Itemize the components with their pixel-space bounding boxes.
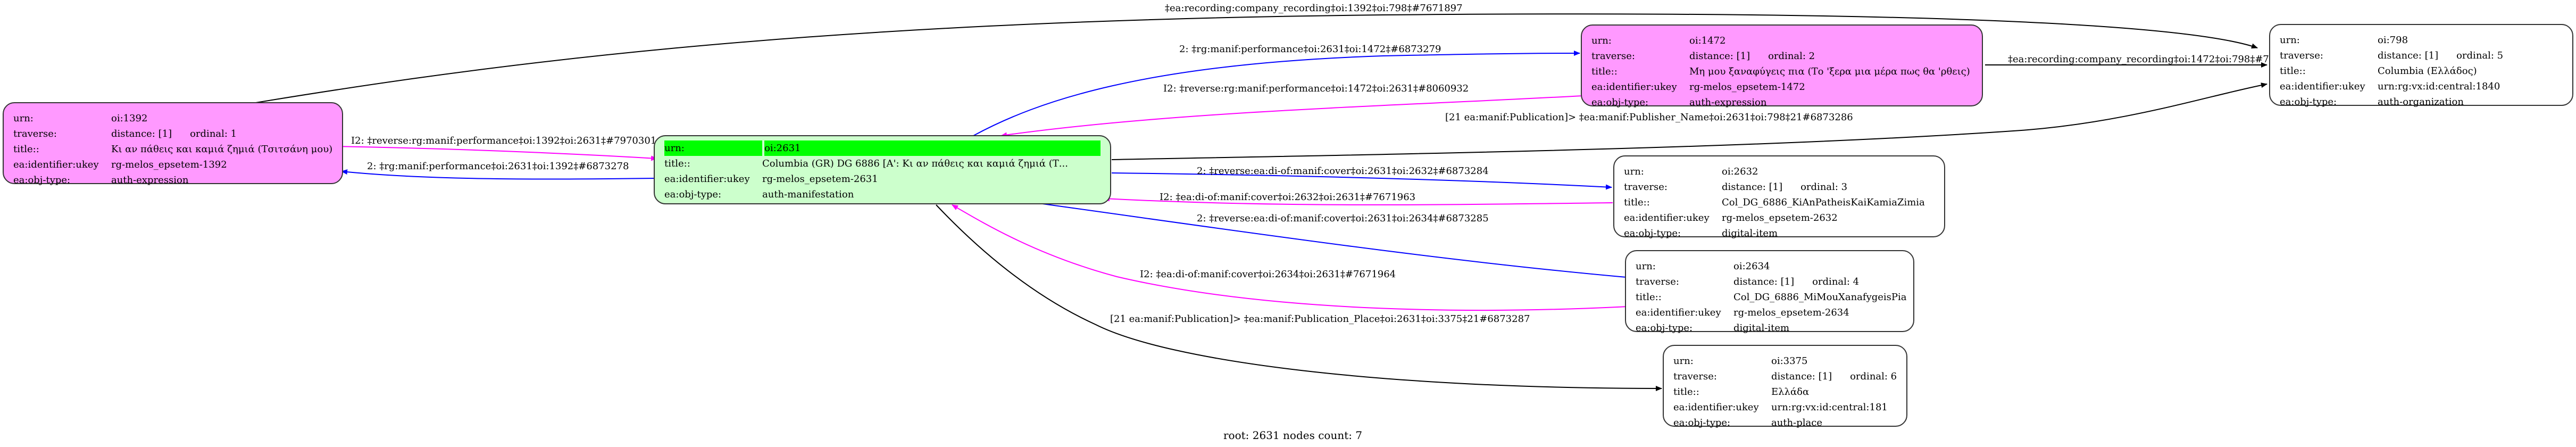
- node-field-urn: urn:oi:798: [2280, 35, 2408, 46]
- edge-line: [1001, 95, 1583, 138]
- edge-2631-to-3375[interactable]: [21 ea:manif:Publication]> ‡ea:manif:Pub…: [936, 204, 1662, 391]
- node-field-title: title::Columbia (Ελλάδος): [2280, 65, 2477, 77]
- edge-2634-to-2631[interactable]: I2: ‡ea:di-of:manif:cover‡oi:2634‡oi:263…: [952, 204, 1639, 311]
- edge-1472-to-2631[interactable]: I2: ‡reverse:rg:manif:performance‡oi:147…: [1001, 83, 1583, 138]
- graph-footer-summary: root: 2631 nodes count: 7: [1223, 429, 1363, 442]
- node-field-traverse: traverse:distance: [1]ordinal: 5: [2280, 50, 2504, 61]
- node-field-title: title::Columbia (GR) DG 6886 [A': Κι αν …: [664, 158, 1068, 169]
- edge-2631-to-1392[interactable]: 2: ‡rg:manif:performance‡oi:2631‡oi:1392…: [341, 161, 657, 180]
- node-field-urn: urn:oi:2632: [1624, 166, 1758, 177]
- node-field-urn: urn:oi:1392: [13, 113, 148, 124]
- node-field-obj-type: ea:obj-type:digital-item: [1624, 228, 1778, 239]
- edge-line: [973, 51, 1580, 136]
- edge-line: [1103, 196, 1613, 205]
- node-field-title: title::Μη μου ξαναφύγεις πια (Το 'ξερα μ…: [1591, 66, 1970, 77]
- node-oi-2634[interactable]: urn:oi:2634 traverse:distance: [1]ordina…: [1625, 250, 1914, 334]
- node-field-urn: urn:oi:3375: [1673, 355, 1808, 367]
- node-field-urn: urn:oi:2634: [1636, 261, 1770, 272]
- edge-label: 2: ‡rg:manif:performance‡oi:2631‡oi:1392…: [367, 161, 629, 172]
- edge-label: ‡ea:recording:company_recording‡oi:1472‡…: [2008, 54, 2306, 65]
- node-field-traverse: traverse:distance: [1]ordinal: 4: [1636, 276, 1860, 287]
- node-field-title: title::Ελλάδα: [1673, 386, 1810, 398]
- node-field-traverse: traverse:distance: [1]ordinal: 1: [13, 128, 237, 139]
- edge-line: [1111, 82, 2267, 160]
- edge-label: I2: ‡ea:di-of:manif:cover‡oi:2632‡oi:263…: [1160, 192, 1415, 203]
- edge-label: 2: ‡rg:manif:performance‡oi:2631‡oi:1472…: [1179, 44, 1441, 55]
- edge-label: I2: ‡ea:di-of:manif:cover‡oi:2634‡oi:263…: [1140, 269, 1396, 280]
- edge-2632-to-2631[interactable]: I2: ‡ea:di-of:manif:cover‡oi:2632‡oi:263…: [1103, 192, 1613, 205]
- node-field-title: title::Κι αν πάθεις και καμιά ζημιά (Τσι…: [13, 144, 333, 155]
- edge-1472-to-798[interactable]: ‡ea:recording:company_recording‡oi:1472‡…: [1985, 54, 2306, 68]
- node-field-title: title::Col_DG_6886_MiMouXanafygeisPia: [1636, 292, 1907, 303]
- edge-line: [1042, 203, 1639, 281]
- node-field-traverse: traverse:distance: [1]ordinal: 2: [1591, 51, 1815, 62]
- node-oi-2632[interactable]: urn:oi:2632 traverse:distance: [1]ordina…: [1613, 155, 1945, 239]
- node-field-obj-type: ea:obj-type:auth-organization: [2280, 96, 2464, 107]
- node-oi-1392[interactable]: urn:oi:1392 traverse:distance: [1]ordina…: [3, 102, 343, 186]
- edge-2631-to-1472[interactable]: 2: ‡rg:manif:performance‡oi:2631‡oi:1472…: [973, 44, 1580, 136]
- edge-label: [21 ea:manif:Publication]> ‡ea:manif:Pub…: [1110, 313, 1530, 325]
- edge-line: [332, 146, 657, 161]
- node-field-obj-type: ea:obj-type:digital-item: [1636, 322, 1790, 334]
- edge-label: 2: ‡reverse:ea:di-of:manif:cover‡oi:2631…: [1197, 165, 1489, 177]
- edge-2631-to-798[interactable]: [21 ea:manif:Publication]> ‡ea:manif:Pub…: [1111, 82, 2267, 160]
- node-field-urn: urn:oi:2631: [664, 140, 1101, 156]
- node-oi-1472[interactable]: urn:oi:1472 traverse:distance: [1]ordina…: [1581, 24, 1983, 108]
- node-oi-2631-root[interactable]: urn:oi:2631 title::Columbia (GR) DG 6886…: [654, 135, 1111, 204]
- node-field-traverse: traverse:distance: [1]ordinal: 6: [1673, 371, 1897, 382]
- edge-1392-to-2631[interactable]: I2: ‡reverse:rg:manif:performance‡oi:139…: [332, 135, 657, 161]
- node-field-obj-type: ea:obj-type:auth-expression: [1591, 97, 1767, 108]
- node-field-obj-type: ea:obj-type:auth-place: [1673, 417, 1822, 428]
- edge-2631-to-2634[interactable]: 2: ‡reverse:ea:di-of:manif:cover‡oi:2631…: [1042, 203, 1639, 281]
- edge-line: [186, 13, 2258, 115]
- edge-label: I2: ‡reverse:rg:manif:performance‡oi:139…: [351, 135, 656, 146]
- edge-line: [952, 204, 1639, 311]
- edge-label: 2: ‡reverse:ea:di-of:manif:cover‡oi:2631…: [1197, 213, 1489, 224]
- edge-label: ‡ea:recording:company_recording‡oi:1392‡…: [1165, 3, 1463, 14]
- edge-1392-to-798[interactable]: ‡ea:recording:company_recording‡oi:1392‡…: [186, 3, 2258, 115]
- node-field-urn: urn:oi:1472: [1591, 35, 1726, 46]
- edge-line: [341, 169, 657, 180]
- node-field-obj-type: ea:obj-type:auth-manifestation: [664, 189, 854, 200]
- node-oi-798[interactable]: urn:oi:798 traverse:distance: [1]ordinal…: [2269, 24, 2573, 107]
- edge-line: [936, 204, 1662, 391]
- node-field-traverse: traverse:distance: [1]ordinal: 3: [1624, 181, 1848, 193]
- edge-2631-to-2632[interactable]: 2: ‡reverse:ea:di-of:manif:cover‡oi:2631…: [1111, 165, 1612, 190]
- edge-label: I2: ‡reverse:rg:manif:performance‡oi:147…: [1163, 83, 1469, 94]
- node-field-title: title::Col_DG_6886_KiAnPatheisKaiKamiaZi…: [1624, 197, 1925, 208]
- node-field-obj-type: ea:obj-type:auth-expression: [13, 175, 189, 186]
- edge-label: [21 ea:manif:Publication]> ‡ea:manif:Pub…: [1445, 112, 1853, 123]
- edge-line: [1111, 172, 1612, 190]
- node-oi-3375[interactable]: urn:oi:3375 traverse:distance: [1]ordina…: [1663, 345, 1907, 428]
